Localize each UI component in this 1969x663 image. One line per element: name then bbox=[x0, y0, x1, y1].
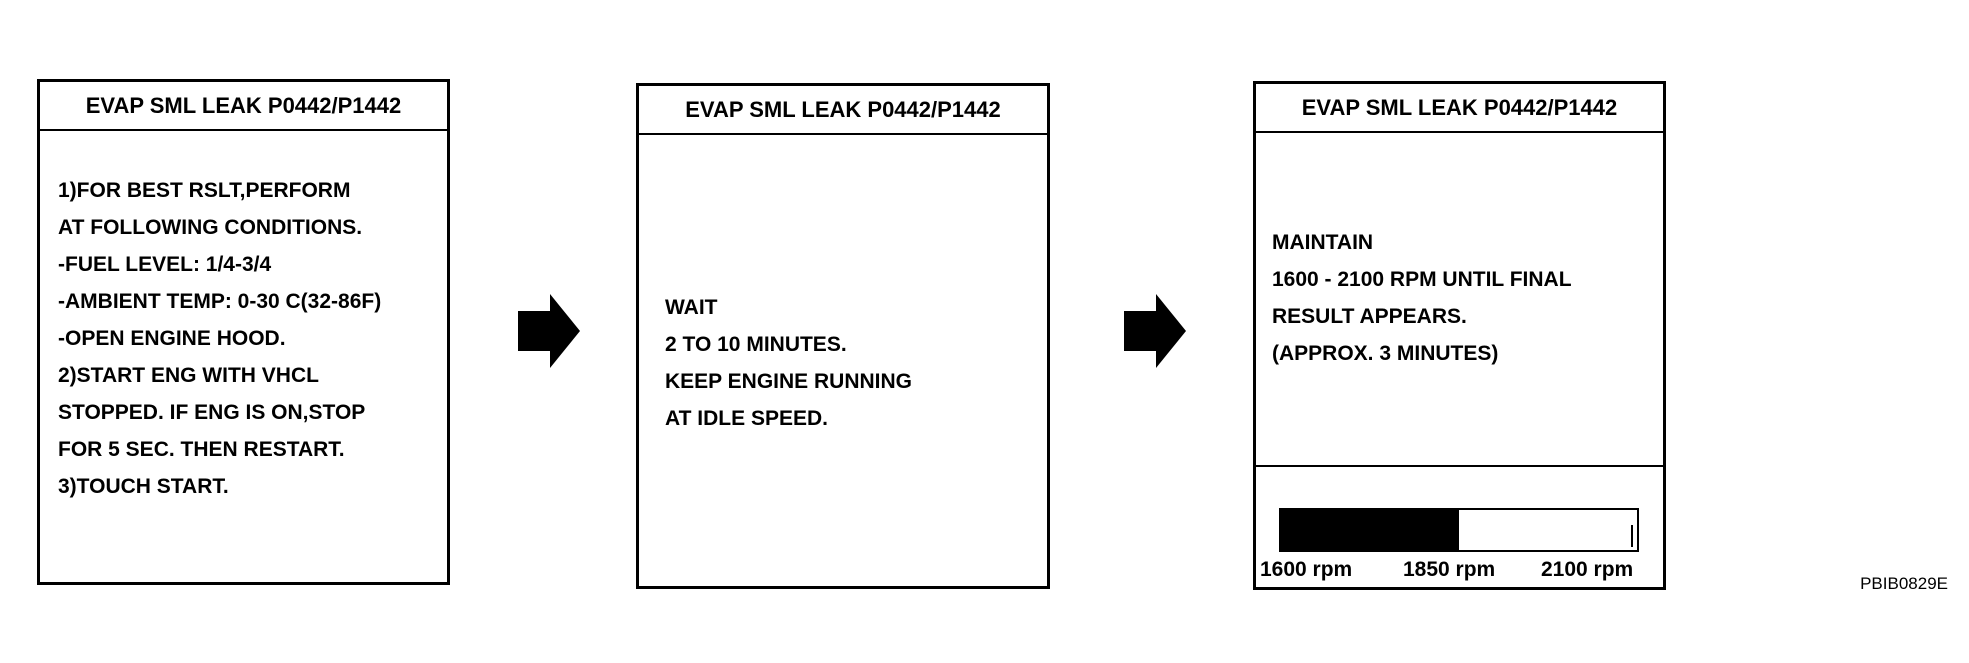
screen-2: EVAP SML LEAK P0442/P1442 WAIT 2 TO 10 M… bbox=[636, 83, 1050, 589]
instruction-line: WAIT bbox=[665, 296, 718, 319]
instruction-line: RESULT APPEARS. bbox=[1272, 305, 1467, 328]
screen-2-instructions: WAIT 2 TO 10 MINUTES. KEEP ENGINE RUNNIN… bbox=[665, 289, 1047, 437]
instruction-line: -AMBIENT TEMP: 0-30 C(32-86F) bbox=[58, 290, 382, 313]
instruction-line: 1600 - 2100 RPM UNTIL FINAL bbox=[1272, 268, 1572, 291]
instruction-line: KEEP ENGINE RUNNING bbox=[665, 370, 912, 393]
rpm-label-mid: 1850 rpm bbox=[1403, 558, 1496, 581]
screen-2-title: EVAP SML LEAK P0442/P1442 bbox=[639, 86, 1047, 135]
instruction-line: 1)FOR BEST RSLT,PERFORM bbox=[58, 179, 351, 202]
screen-3-instructions: MAINTAIN 1600 - 2100 RPM UNTIL FINAL RES… bbox=[1272, 224, 1663, 372]
screen-1-title: EVAP SML LEAK P0442/P1442 bbox=[40, 82, 447, 131]
rpm-gauge-tick bbox=[1631, 525, 1633, 547]
instruction-line: AT IDLE SPEED. bbox=[665, 407, 828, 430]
rpm-gauge-fill bbox=[1281, 510, 1459, 550]
instruction-line: (APPROX. 3 MINUTES) bbox=[1272, 342, 1499, 365]
rpm-label-min: 1600 rpm bbox=[1260, 558, 1353, 581]
screen-1-instructions: 1)FOR BEST RSLT,PERFORM AT FOLLOWING CON… bbox=[58, 172, 447, 505]
screen-1: EVAP SML LEAK P0442/P1442 1)FOR BEST RSL… bbox=[37, 79, 450, 585]
rpm-label-max: 2100 rpm bbox=[1541, 558, 1634, 581]
instruction-line: 2 TO 10 MINUTES. bbox=[665, 333, 847, 356]
instruction-line: 2)START ENG WITH VHCL bbox=[58, 364, 319, 387]
instruction-line: 3)TOUCH START. bbox=[58, 475, 229, 498]
screen-3: EVAP SML LEAK P0442/P1442 MAINTAIN 1600 … bbox=[1253, 81, 1666, 590]
divider bbox=[1256, 465, 1663, 467]
instruction-line: MAINTAIN bbox=[1272, 231, 1374, 254]
instruction-line: AT FOLLOWING CONDITIONS. bbox=[58, 216, 363, 239]
rpm-gauge bbox=[1279, 508, 1639, 552]
screen-3-title: EVAP SML LEAK P0442/P1442 bbox=[1256, 84, 1663, 133]
figure-code: PBIB0829E bbox=[1860, 574, 1948, 593]
instruction-line: FOR 5 SEC. THEN RESTART. bbox=[58, 438, 345, 461]
instruction-line: -OPEN ENGINE HOOD. bbox=[58, 327, 286, 350]
instruction-line: STOPPED. IF ENG IS ON,STOP bbox=[58, 401, 366, 424]
instruction-line: -FUEL LEVEL: 1/4-3/4 bbox=[58, 253, 272, 276]
